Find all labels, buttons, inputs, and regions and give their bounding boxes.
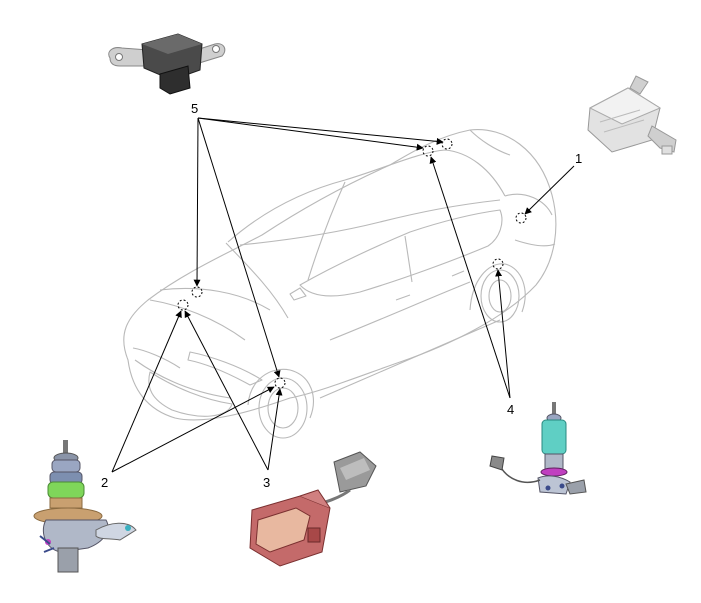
marker-front-left-upper (191, 286, 203, 298)
callout-3: 3 (263, 475, 270, 490)
front-strut-assembly-icon (33, 440, 137, 573)
callout-2: 2 (101, 475, 108, 490)
bracket-sensor-icon (108, 33, 226, 95)
module-icon (587, 75, 677, 155)
callout-5: 5 (191, 101, 198, 116)
marker-front-wheel (274, 377, 286, 389)
location-markers (177, 138, 527, 389)
callout-labels: 1 5 2 3 4 (101, 101, 582, 490)
marker-roof-rear-b (441, 138, 453, 150)
connector-sensor-icon (249, 451, 377, 567)
marker-rear-quarter (515, 212, 527, 224)
marker-roof-rear-a (422, 145, 434, 157)
callout-4: 4 (507, 402, 514, 417)
rear-shock-assembly-icon (489, 402, 587, 495)
marker-rear-wheel (492, 258, 504, 270)
callout-1: 1 (575, 151, 582, 166)
marker-front-left-lower (177, 299, 189, 311)
vehicle-outline (123, 129, 557, 439)
leader-lines (111, 117, 575, 473)
